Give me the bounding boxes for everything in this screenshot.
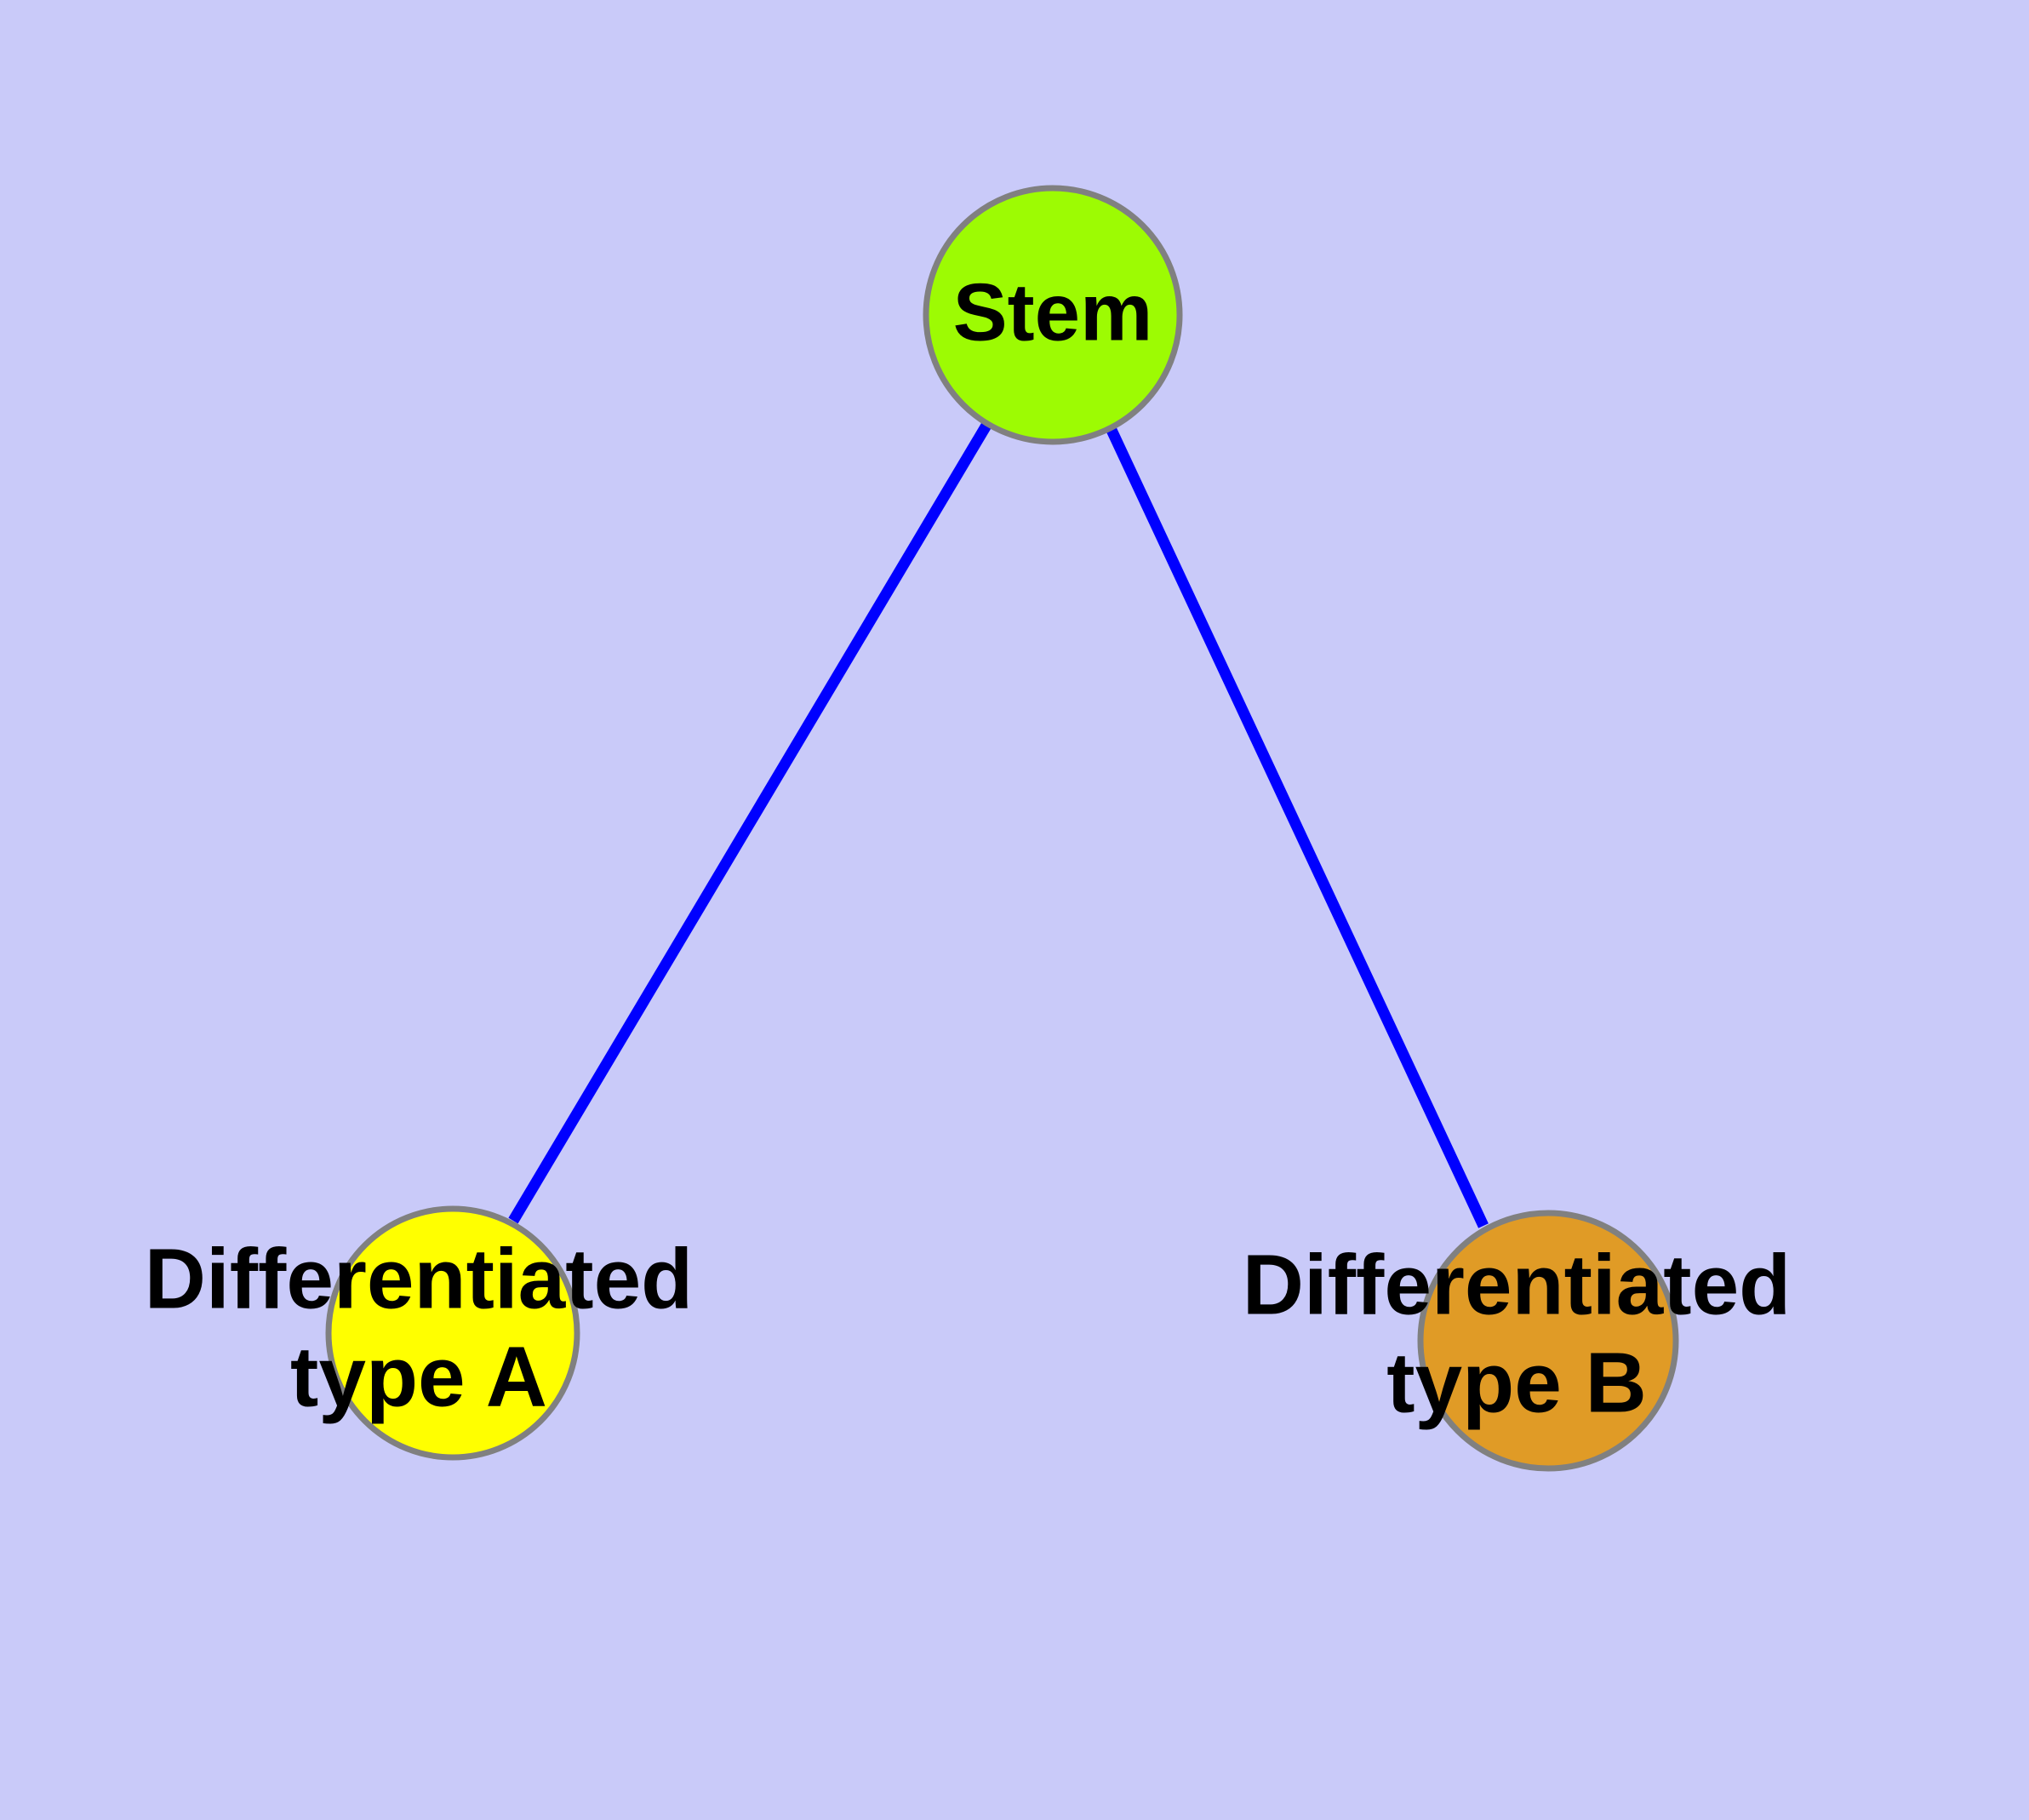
node-differentiated-type-a[interactable]: Differentiated type A xyxy=(145,1205,694,1461)
node-differentiated-type-a-label-line2: type A xyxy=(290,1329,547,1424)
nodes-layer: Stem Differentiated type A Differentiate… xyxy=(145,185,1792,1472)
node-stem[interactable]: Stem xyxy=(923,185,1183,445)
node-differentiated-type-b-label-line1: Differentiated xyxy=(1243,1237,1792,1332)
edges-layer xyxy=(508,421,1489,1228)
node-stem-circle[interactable] xyxy=(923,185,1183,445)
node-stem-label: Stem xyxy=(953,266,1153,358)
node-differentiated-type-a-circle[interactable] xyxy=(325,1205,580,1461)
node-differentiated-type-b[interactable]: Differentiated type B xyxy=(1243,1210,1792,1472)
node-differentiated-type-a-label-line1: Differentiated xyxy=(145,1231,694,1326)
node-differentiated-type-b-label-line2: type B xyxy=(1386,1335,1647,1430)
node-differentiated-type-b-circle[interactable] xyxy=(1417,1210,1679,1472)
edge-stem-to-differentiated-type-b[interactable] xyxy=(1106,426,1489,1228)
edge-stem-to-differentiated-type-a[interactable] xyxy=(508,421,992,1224)
